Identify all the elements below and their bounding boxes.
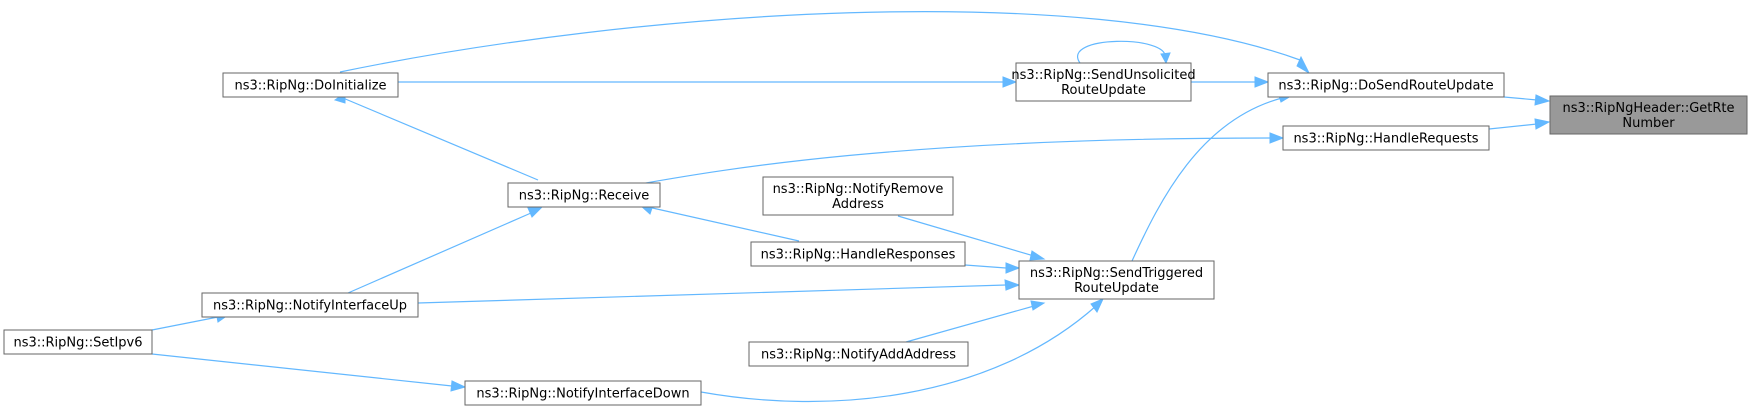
node-label: ns3::RipNg::NotifyAddAddress: [761, 348, 956, 363]
edge-handleresp-to-sendtrig: [964, 262, 1021, 274]
node-handleresp[interactable]: ns3::RipNg::HandleResponses: [750, 241, 966, 267]
node-setipv6[interactable]: ns3::RipNg::SetIpv6: [3, 329, 153, 355]
arrowhead: [1296, 55, 1311, 75]
arrowhead: [1269, 132, 1285, 144]
edge-line: [905, 305, 1035, 343]
arrowhead: [1029, 250, 1046, 261]
edge-line: [151, 316, 219, 331]
node-box: [750, 241, 966, 267]
edge-line: [151, 353, 453, 387]
nodes-layer: ns3::RipNgHeader::GetRteNumberns3::RipNg…: [3, 62, 1748, 406]
arrowhead: [527, 207, 543, 218]
arrowhead: [1534, 94, 1551, 106]
edge-doinit-to-sendunsol: [398, 76, 1018, 88]
node-label: ns3::RipNg::SetIpv6: [13, 336, 142, 351]
node-label: ns3::RipNg::DoSendRouteUpdate: [1278, 79, 1493, 94]
node-label: RouteUpdate: [1061, 83, 1146, 98]
edges-layer: [151, 11, 1551, 403]
edge-line: [964, 264, 1007, 269]
edge-line: [897, 215, 1035, 257]
node-box: [507, 182, 661, 208]
node-box: [3, 329, 153, 355]
node-label: RouteUpdate: [1074, 281, 1159, 296]
edge-receive-to-handlereq: [639, 132, 1285, 185]
node-box: [1282, 125, 1490, 151]
node-box: [1549, 95, 1748, 135]
edge-line: [1488, 123, 1538, 130]
edge-notifyup-to-receive: [347, 207, 543, 294]
node-box: [1015, 62, 1192, 102]
node-notifydown[interactable]: ns3::RipNg::NotifyInterfaceDown: [464, 380, 702, 406]
edge-sendunsol-to-dosend: [1191, 76, 1270, 88]
node-label: ns3::RipNgHeader::GetRte: [1562, 101, 1734, 116]
node-box: [464, 380, 702, 406]
edge-line: [417, 284, 1007, 304]
arrowhead: [1002, 76, 1018, 88]
arrowhead: [1004, 279, 1021, 291]
node-box: [762, 176, 954, 216]
node-box: [222, 72, 399, 98]
node-notifyup[interactable]: ns3::RipNg::NotifyInterfaceUp: [201, 292, 419, 318]
edge-line: [639, 137, 1271, 185]
edge-notifyup-to-sendtrig: [417, 279, 1021, 304]
node-doinit[interactable]: ns3::RipNg::DoInitialize: [222, 72, 399, 98]
node-label: ns3::RipNg::NotifyRemove: [773, 182, 944, 197]
node-label: Address: [832, 197, 884, 212]
edge-line: [1503, 96, 1538, 101]
node-label: ns3::RipNg::DoInitialize: [234, 79, 386, 94]
node-label: ns3::RipNg::NotifyInterfaceDown: [476, 387, 689, 402]
edge-line: [647, 206, 800, 242]
node-box: [1267, 72, 1505, 98]
edge-line: [1131, 97, 1283, 262]
edge-handlereq-to-getrte: [1488, 118, 1551, 130]
edge-sendunsol-to-sendunsol: [1076, 40, 1171, 65]
node-label: ns3::RipNg::SendTriggered: [1030, 266, 1203, 281]
node-label: ns3::RipNg::HandleRequests: [1293, 132, 1478, 147]
arrowhead: [1534, 118, 1551, 130]
edge-notifydown-to-sendtrig: [700, 298, 1104, 403]
node-handlereq[interactable]: ns3::RipNg::HandleRequests: [1282, 125, 1490, 151]
edge-receive-to-doinit: [333, 92, 539, 181]
arrowhead: [1005, 262, 1021, 274]
arrowhead: [1030, 300, 1046, 311]
edge-notifyadd-to-sendtrig: [905, 300, 1046, 343]
node-notifyadd[interactable]: ns3::RipNg::NotifyAddAddress: [748, 341, 969, 367]
edge-line: [342, 97, 539, 181]
arrowhead: [1090, 298, 1104, 313]
node-dosend[interactable]: ns3::RipNg::DoSendRouteUpdate: [1267, 72, 1505, 98]
arrowhead: [1254, 76, 1270, 88]
edge-sendtrig-to-dosend: [1131, 92, 1293, 262]
edge-line: [700, 305, 1097, 403]
node-box: [748, 341, 969, 367]
edge-doinit-to-dosend: [339, 11, 1311, 75]
node-label: ns3::RipNg::Receive: [519, 189, 650, 204]
node-label: ns3::RipNg::HandleResponses: [761, 248, 956, 263]
node-label: Number: [1622, 116, 1675, 131]
edge-line: [1076, 40, 1166, 64]
edge-dosend-to-getrte: [1503, 94, 1551, 106]
node-box: [201, 292, 419, 318]
edge-line: [339, 11, 1301, 73]
arrowhead: [1160, 52, 1171, 65]
node-label: ns3::RipNg::SendUnsolicited: [1011, 68, 1195, 83]
edge-line: [347, 212, 532, 294]
node-box: [1018, 260, 1215, 300]
edge-setipv6-to-notifydown: [151, 353, 467, 392]
arrowhead: [450, 380, 467, 392]
edge-notifyremove-to-sendtrig: [897, 215, 1046, 261]
node-label: ns3::RipNg::NotifyInterfaceUp: [213, 299, 407, 314]
node-receive[interactable]: ns3::RipNg::Receive: [507, 182, 661, 208]
